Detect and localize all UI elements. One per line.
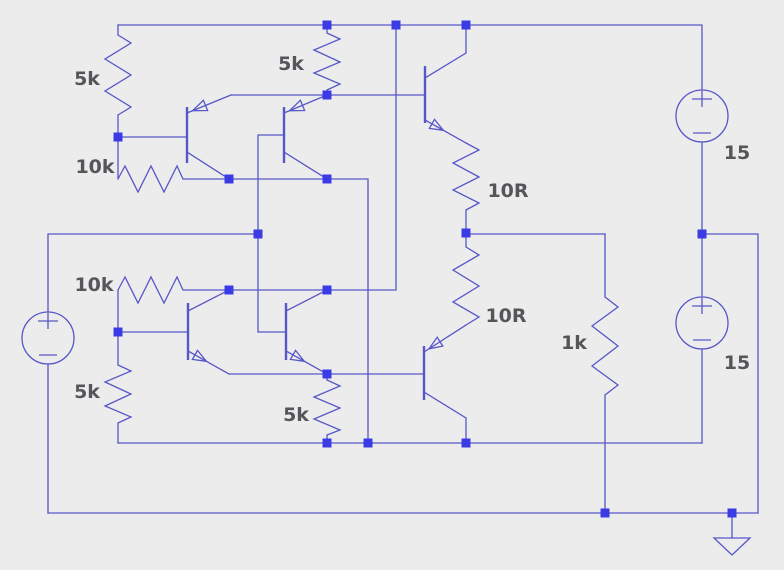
resistor-zigzag <box>312 32 342 91</box>
npn-arrow-icon <box>428 118 445 132</box>
resistor-bottom-left-5k[interactable]: 5k <box>74 331 133 444</box>
source-circle <box>675 89 729 143</box>
junction-dot <box>322 174 332 184</box>
voltage-source-input[interactable] <box>21 311 75 365</box>
source-circle <box>675 296 729 350</box>
transistor-emitter <box>423 324 467 353</box>
wire-midpoint-to-ground-rail[interactable] <box>701 233 759 514</box>
resistor-zigzag <box>590 296 620 396</box>
resistor-load-1k[interactable]: 1k <box>561 233 620 514</box>
resistor-label: 10k <box>74 274 113 296</box>
resistor-feedback-top-10k[interactable]: 10k <box>75 136 184 194</box>
resistor-label: 1k <box>561 332 587 354</box>
junction-dot <box>461 228 471 238</box>
transistor-emitter <box>186 94 232 114</box>
transistor-q2-pnp[interactable] <box>282 94 328 180</box>
junction-dot <box>224 285 234 295</box>
resistor-bottom-middle-5k[interactable]: 5k <box>283 373 342 444</box>
npn-arrow-icon <box>289 349 306 363</box>
transistor-q4-npn[interactable] <box>186 289 230 375</box>
ground-symbol[interactable] <box>712 512 752 556</box>
junction-dot <box>113 132 123 142</box>
pnp-arrow-icon <box>427 336 444 350</box>
transistor-q5-npn[interactable] <box>284 289 328 375</box>
junction-dot <box>461 438 471 448</box>
npn-arrow-icon <box>191 349 208 363</box>
junction-dot <box>391 20 401 30</box>
plus-icon <box>38 313 58 329</box>
resistor-zigzag <box>103 364 133 424</box>
transistor-collector <box>186 151 230 180</box>
source-circle <box>21 311 75 365</box>
resistor-feedback-bottom-10k[interactable]: 10k <box>74 274 184 333</box>
pnp-arrow-icon <box>190 99 209 112</box>
resistor-top-left-5k[interactable]: 5k <box>74 24 133 138</box>
source-value-label: 15 <box>724 142 750 164</box>
resistor-zigzag <box>117 164 184 194</box>
junction-dot <box>253 229 263 239</box>
ground-triangle-icon <box>712 537 752 556</box>
resistor-zigzag <box>451 246 481 326</box>
resistor-label: 10k <box>75 156 114 178</box>
resistor-zigzag <box>451 142 481 211</box>
resistor-label: 5k <box>278 53 304 75</box>
junction-dot <box>461 20 471 30</box>
junction-dot <box>322 285 332 295</box>
wire-upper-collector-line[interactable] <box>182 178 369 444</box>
transistor-emitter <box>424 119 467 144</box>
plus-icon <box>692 298 712 314</box>
resistor-label: 10R <box>487 180 528 202</box>
voltage-source-v2-bottom[interactable]: 15 <box>675 296 750 374</box>
transistor-collector <box>423 391 467 444</box>
wire-lower-collector-line[interactable] <box>182 24 397 291</box>
wire-top-rail[interactable] <box>117 24 703 91</box>
junction-dot <box>224 174 234 184</box>
resistor-label: 5k <box>74 68 100 90</box>
resistor-zigzag <box>312 379 342 436</box>
transistor-collector <box>285 289 328 312</box>
resistor-label: 5k <box>74 381 100 403</box>
resistor-top-middle-5k[interactable]: 5k <box>278 24 342 96</box>
junction-dot <box>322 90 332 100</box>
junction-dot <box>363 438 373 448</box>
junction-dot <box>322 20 332 30</box>
wires <box>47 24 759 514</box>
transistor-collector <box>424 24 467 79</box>
resistor-label: 10R <box>485 305 526 327</box>
transistor-collector <box>283 151 328 180</box>
transistor-q3-npn[interactable] <box>423 24 467 144</box>
transistor-emitter <box>285 350 328 375</box>
pnp-arrow-icon <box>287 99 306 112</box>
source-value-label: 15 <box>724 352 750 374</box>
junction-dot <box>322 438 332 448</box>
transistor-q6-pnp[interactable] <box>422 324 467 444</box>
transistor-q1-pnp[interactable] <box>185 94 232 180</box>
junction-dot <box>322 369 332 379</box>
junction-dot <box>697 229 707 239</box>
resistor-label: 5k <box>283 404 309 426</box>
plus-icon <box>692 91 712 107</box>
transistor-collector <box>187 289 230 312</box>
junction-dots <box>113 20 737 518</box>
transistor-emitter <box>187 350 230 375</box>
voltage-source-v1-top[interactable]: 15 <box>675 89 750 164</box>
junction-dot <box>600 508 610 518</box>
resistor-output-top-10R[interactable]: 10R <box>451 142 529 234</box>
resistor-zigzag <box>103 34 133 116</box>
junction-dot <box>727 508 737 518</box>
resistor-zigzag <box>117 275 184 305</box>
resistor-output-bottom-10R[interactable]: 10R <box>451 232 527 327</box>
wire-vin-top[interactable] <box>47 233 259 313</box>
junction-dot <box>113 327 123 337</box>
